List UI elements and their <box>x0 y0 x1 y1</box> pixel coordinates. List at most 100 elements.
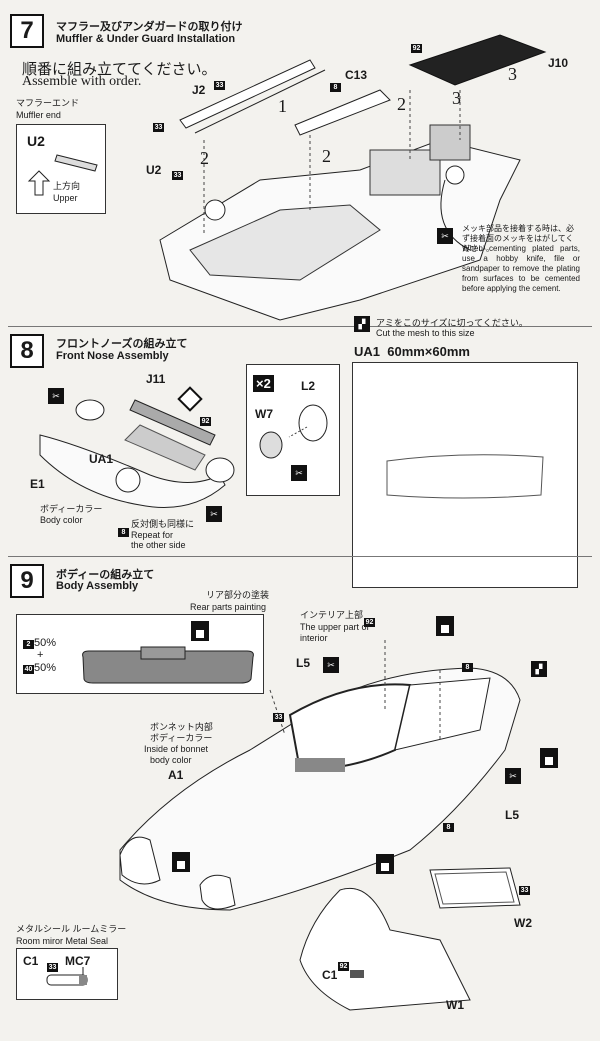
sequence-number: 1 <box>278 96 287 116</box>
part-l5-left: L5 <box>296 656 311 670</box>
interior-tub-illustration <box>299 867 521 1011</box>
rear-panel-drawing <box>82 646 254 684</box>
interior-paint-marker <box>436 616 454 636</box>
upper-jp: 上方向 <box>53 181 81 191</box>
bonnet-inside-en-2: body color <box>150 755 192 765</box>
step-7-title-en: Muffler & Under Guard Installation <box>56 33 236 45</box>
part-c1: C1 <box>322 968 338 982</box>
plating-icon-left: ✂ <box>48 388 64 404</box>
part-u2: U2 <box>146 163 162 177</box>
headlight-detail-box: ×2 L2 W7 ✂ <box>246 364 340 496</box>
repeat-jp: 反対側も同様に <box>131 519 195 529</box>
mirror-seal-en: Room miror Metal Seal <box>16 936 109 946</box>
interior-upper-en-2: interior <box>300 633 328 643</box>
badge-33-windshield: 33 <box>273 713 284 722</box>
badge-8-c13: 8 <box>330 76 341 94</box>
body-color-en: Body color <box>40 515 83 525</box>
mirror-seal-box: C1 33 MC7 <box>16 948 118 1000</box>
part-w2: W2 <box>514 916 532 930</box>
body-color-jp: ボディーカラー <box>40 504 103 514</box>
section-divider <box>8 556 592 557</box>
part-j10: J10 <box>548 56 569 70</box>
part-c13: C13 <box>345 68 368 82</box>
part-ua1: UA1 <box>89 452 114 466</box>
sequence-number: 2 <box>322 146 331 166</box>
sequence-number: 2 <box>200 148 209 168</box>
mesh-outline <box>386 454 544 499</box>
mirror-drawing <box>46 967 88 986</box>
repeat-en-2: the other side <box>131 540 186 550</box>
plating-icon-l5-right: ✂ <box>505 768 521 784</box>
step-8-title-jp: フロントノーズの組み立て <box>56 338 188 350</box>
sequence-number: 3 <box>452 88 461 108</box>
interior-upper-en-1: The upper part of <box>300 622 370 632</box>
part-l5-right: L5 <box>505 808 520 822</box>
sequence-number: 3 <box>508 64 517 84</box>
body-shell-illustration <box>119 640 521 911</box>
step-7-title-jp: マフラー及びアンダガードの取り付け <box>56 21 243 33</box>
upper-en: Upper <box>53 193 78 203</box>
step-7-number: 7 <box>10 14 44 48</box>
badge-8-door: 8 <box>443 816 454 834</box>
rear-paint-marker <box>191 621 209 641</box>
mesh-note-jp: アミをこのサイズに切ってください。 <box>376 318 528 328</box>
plating-removal-icon: ✂ <box>437 228 453 244</box>
step-9-number: 9 <box>10 564 44 598</box>
sequence-number: 2 <box>397 94 406 114</box>
plated-note-jp: メッキ部品を接着する時は、必ず接着面のメッキをはがしてください。 <box>462 224 574 253</box>
badge-33-u2-bottom: 33 <box>172 171 183 180</box>
body-paint-marker <box>376 854 394 874</box>
headlight-drawing <box>259 404 328 459</box>
mirror-part-c1: C1 <box>23 954 39 968</box>
repeat-badge: 8 <box>118 521 129 539</box>
bonnet-inside-jp-2: ボディーカラー <box>150 733 213 743</box>
part-w7: W7 <box>255 407 273 421</box>
part-w1: W1 <box>446 998 464 1012</box>
front-nose-illustration <box>39 399 235 508</box>
muffler-end-jp: マフラーエンド <box>16 98 80 108</box>
part-l2: L2 <box>301 379 316 393</box>
badge-33-u2-top: 33 <box>153 123 164 132</box>
assembly-order-en: Assemble with order. <box>22 74 142 89</box>
step-8-number: 8 <box>10 334 44 368</box>
cut-icon-rear: ▞ <box>531 661 547 677</box>
rear-painting-en: Rear parts painting <box>190 602 267 612</box>
plated-note-en: When cementing plated parts, use a hobby… <box>462 244 580 293</box>
step-9-title-en: Body Assembly <box>56 580 139 592</box>
part-a1: A1 <box>168 768 184 782</box>
badge-92-nose: 92 <box>200 417 211 426</box>
plating-icon-right: ✂ <box>206 506 222 522</box>
rear-painting-jp: リア部分の塗装 <box>206 590 270 600</box>
badge-8-roof: 8 <box>462 656 473 674</box>
u2-box-label: U2 <box>27 133 45 149</box>
part-e1: E1 <box>30 477 45 491</box>
muffler-end-detail-box: U2 上方向 Upper <box>16 124 106 214</box>
times-badge: ×2 <box>253 375 274 392</box>
cut-mesh-icon: ▞ <box>354 316 370 332</box>
plating-icon-l5-left: ✂ <box>323 657 339 673</box>
mesh-template-box <box>352 362 578 588</box>
badge-92-mirror: 92 <box>338 962 349 971</box>
bonnet-paint-marker <box>172 852 190 872</box>
step-9-title-jp: ボディーの組み立て <box>56 569 155 581</box>
badge-92-interior: 92 <box>364 618 375 627</box>
rear-window-paint-marker <box>540 748 558 768</box>
part-j11: J11 <box>146 372 166 386</box>
step-8-title-en: Front Nose Assembly <box>56 350 169 362</box>
assembly-order-jp: 順番に組み立ててください。 <box>22 61 217 78</box>
interior-upper-jp: インテリア上部 <box>300 610 364 620</box>
bonnet-inside-en-1: Inside of bonnet <box>144 744 209 754</box>
muffler-end-drawing <box>27 154 98 196</box>
muffler-end-en: Muffler end <box>16 110 61 120</box>
section-divider <box>8 326 592 327</box>
mesh-size-label: UA1 60mm×60mm <box>354 344 470 359</box>
mirror-badge-33: 33 <box>47 963 58 972</box>
badge-33-floor: 33 <box>519 886 530 895</box>
step-7-chassis-illustration <box>159 34 547 321</box>
part-j2: J2 <box>192 83 206 97</box>
badge-33-j2: 33 <box>214 81 225 90</box>
color-mix-plus: + <box>37 649 44 661</box>
bonnet-inside-jp-1: ボンネット内部 <box>150 722 213 732</box>
